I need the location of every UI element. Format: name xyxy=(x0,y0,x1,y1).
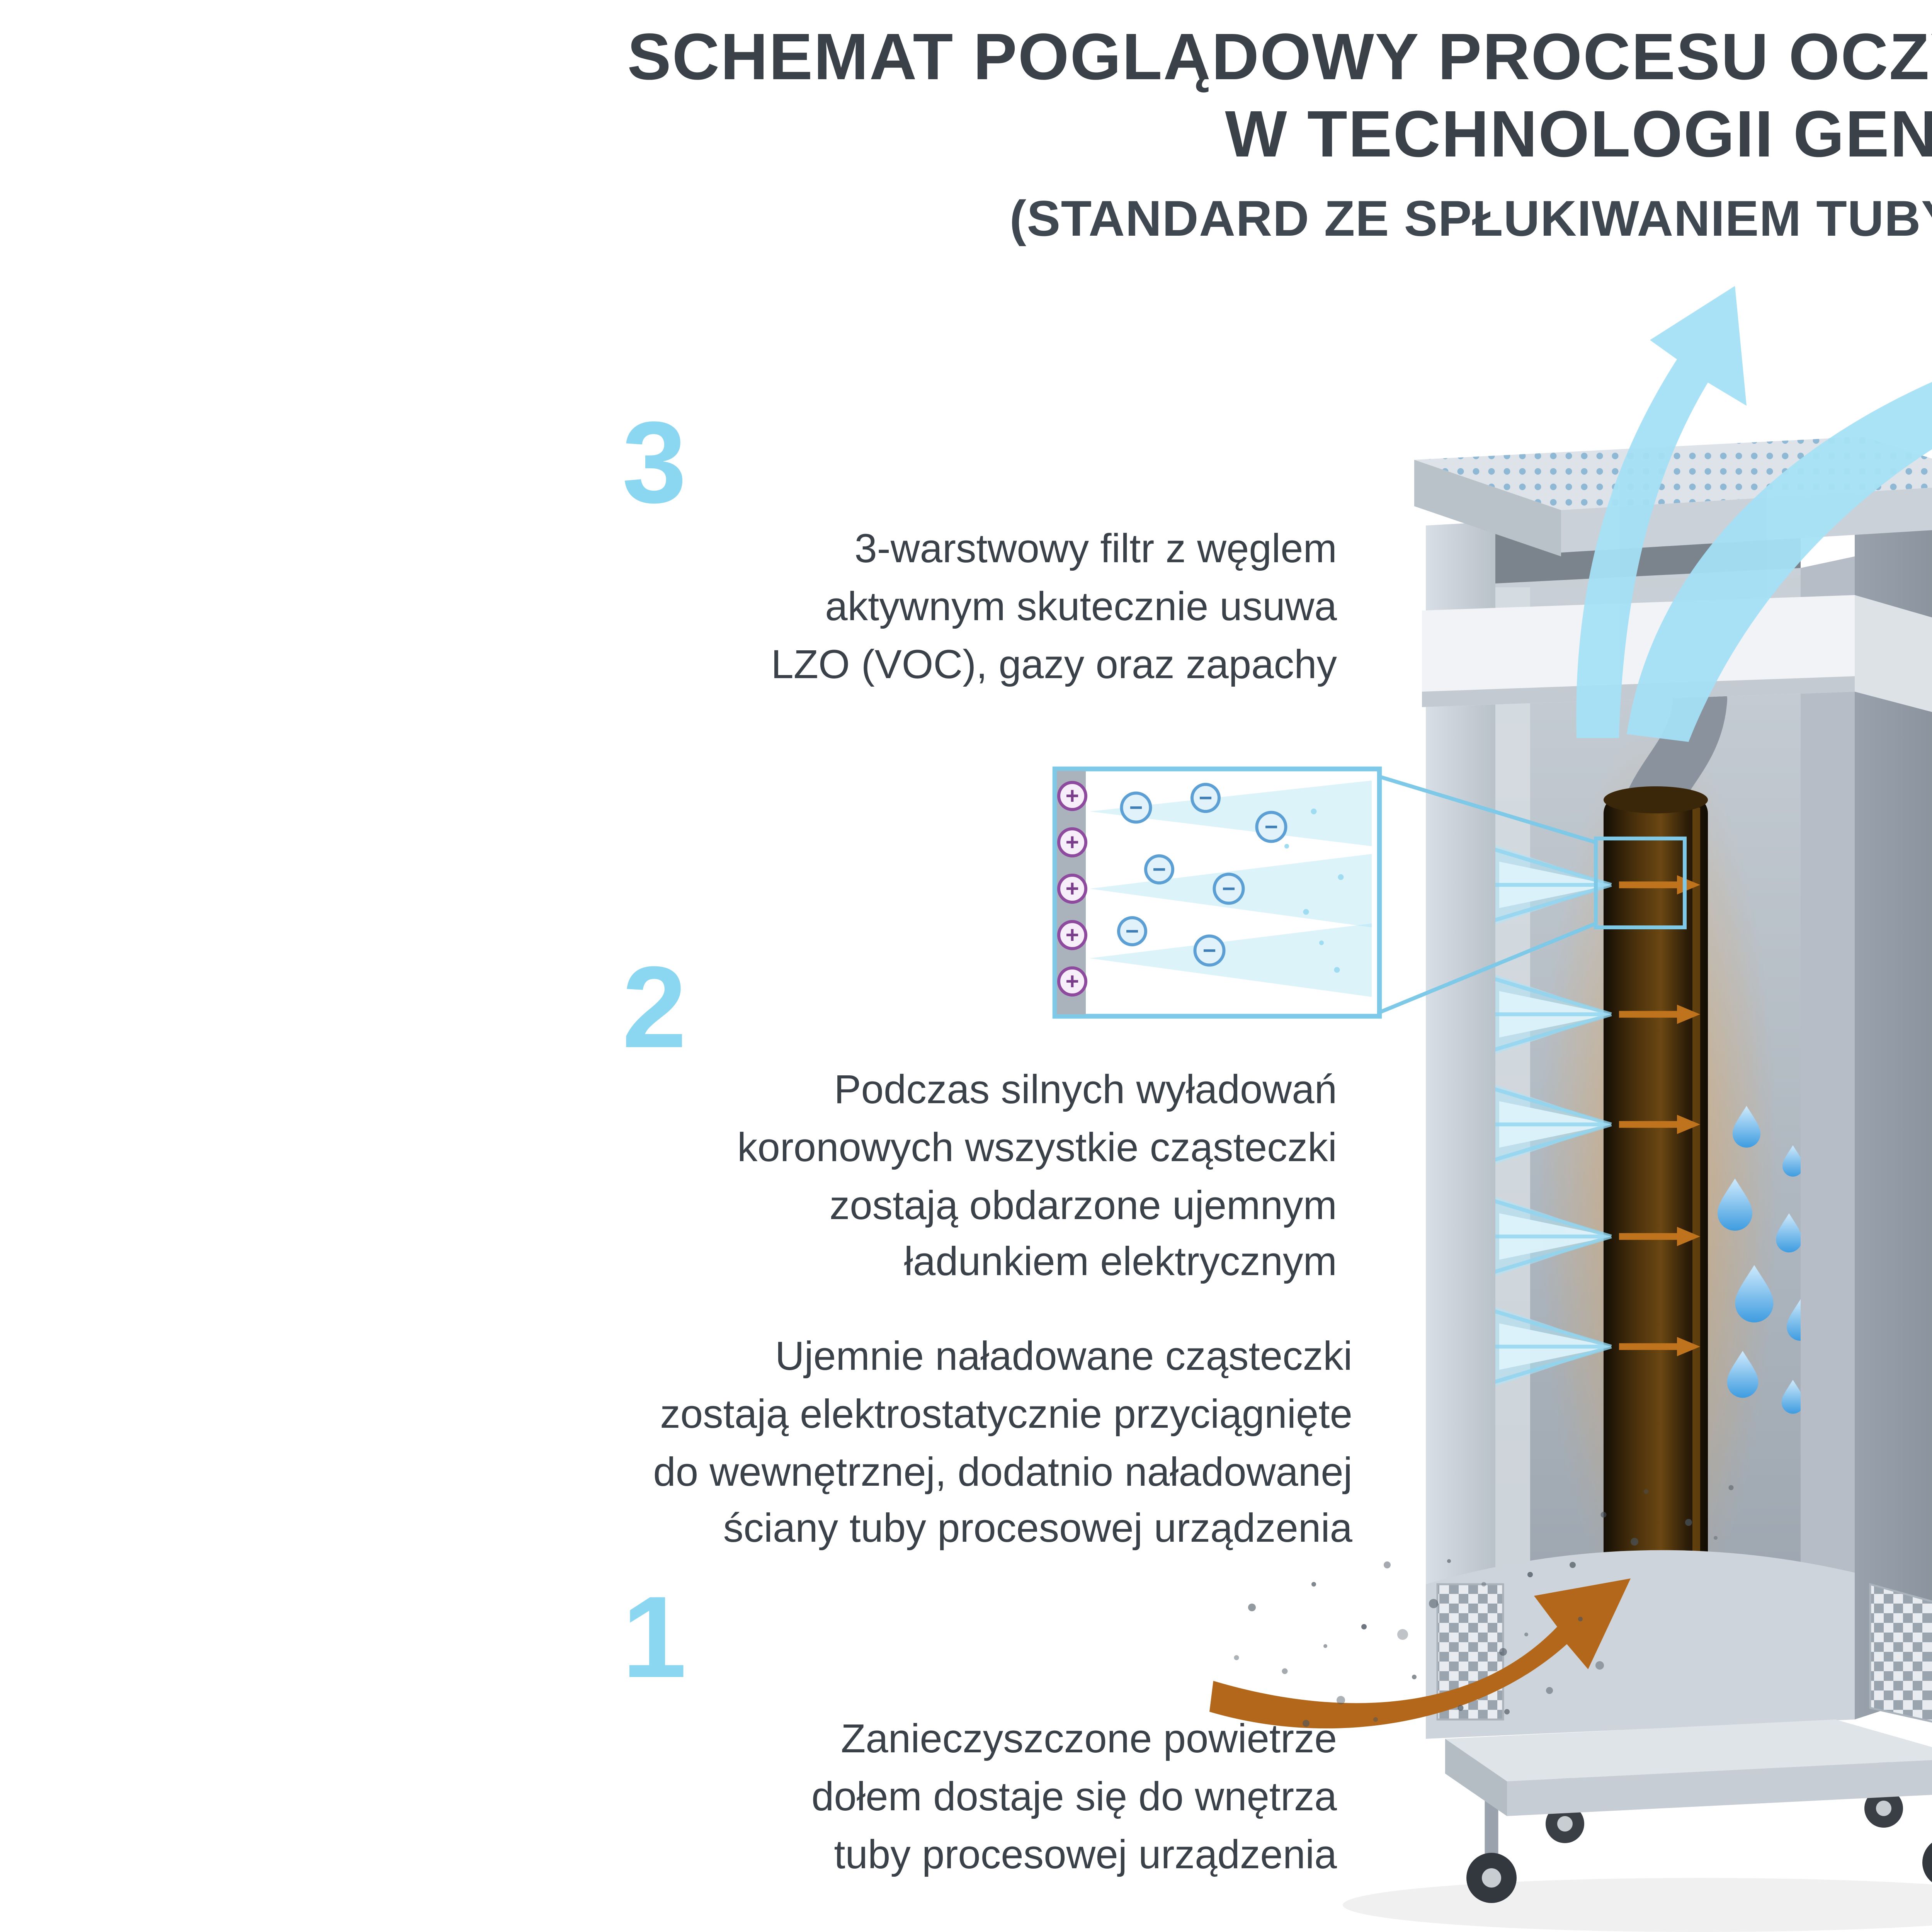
step-2-number: 2 xyxy=(622,943,687,1072)
minus-icon: − xyxy=(1125,918,1139,944)
spray-3 xyxy=(1476,1078,1700,1171)
device-base xyxy=(1445,1719,1932,1903)
callout-line-bottom xyxy=(1379,922,1597,1014)
minus-icon: − xyxy=(1152,856,1166,882)
header: SCHEMAT POGLĄDOWY PROCESU OCZYSZCZANIA P… xyxy=(328,19,1932,250)
device-right-wall xyxy=(1801,556,1855,1719)
device-left-wall xyxy=(1426,522,1495,1704)
plus-icon: + xyxy=(1065,968,1079,994)
bottom-apron xyxy=(1426,1550,1855,1739)
plus-icon: + xyxy=(1065,829,1079,855)
page-subtitle: (STANDARD ZE SPŁUKIWANIEM TUBY PROCESOWE… xyxy=(1009,190,1932,248)
minus-icon: − xyxy=(1199,785,1212,811)
clean-air-arrow-up xyxy=(1576,286,1747,738)
step-1-number: 1 xyxy=(622,1573,687,1702)
caster-wheel-front-right xyxy=(1922,1842,1932,1883)
device-shadow xyxy=(1343,1878,1932,1932)
minus-icon: − xyxy=(1129,794,1143,820)
spray-5 xyxy=(1476,1300,1700,1393)
plus-charge-icons: + + + + + xyxy=(1057,781,1087,997)
step-3-number: 3 xyxy=(622,398,687,527)
spray-4 xyxy=(1476,1190,1700,1283)
spray-nozzles xyxy=(1476,838,1700,1393)
clean-air-arrow-out xyxy=(1627,382,1932,742)
process-tube xyxy=(1604,786,1708,1569)
spray-1 xyxy=(1476,838,1700,931)
dust-particles-inside xyxy=(1600,1485,1734,1546)
plus-icon: + xyxy=(1065,783,1079,809)
minus-charge-icons: − − − − − − − xyxy=(1117,783,1287,967)
callout-target-box xyxy=(1594,837,1687,929)
step-2-text-secondary: Ujemnie naładowane cząsteczki zostają el… xyxy=(653,1335,1352,1553)
ionization-inset: + + + + + − − − − − xyxy=(1052,766,1687,1019)
plus-icon: + xyxy=(1065,922,1079,948)
spray-2 xyxy=(1476,968,1700,1061)
step-3-text: 3-warstwowy filtr z węglem aktywnym skut… xyxy=(771,527,1337,687)
dirty-air-arrow xyxy=(1209,1559,1631,1729)
callout-line-top xyxy=(1379,775,1597,844)
process-diagram-graphic: + + + + + − − − − − xyxy=(1052,286,1932,1932)
plus-icon: + xyxy=(1065,876,1079,901)
right-vent-grille xyxy=(1869,1583,1932,1723)
page-title-line1: SCHEMAT POGLĄDOWY PROCESU OCZYSZCZANIA P… xyxy=(627,21,1932,95)
device-side-panel xyxy=(1855,502,1932,1719)
dust-particles xyxy=(1234,1559,1604,1727)
clean-air-arrows xyxy=(1576,286,1932,742)
minus-icon: − xyxy=(1264,814,1278,840)
page-title-line2: W TECHNOLOGII GENANO® xyxy=(1225,99,1932,172)
step-2-text: Podczas silnych wyładowań koronowych wsz… xyxy=(737,1068,1337,1286)
device-illustration xyxy=(1414,437,1932,1903)
minus-icon: − xyxy=(1202,937,1216,963)
minus-icon: − xyxy=(1222,876,1235,901)
